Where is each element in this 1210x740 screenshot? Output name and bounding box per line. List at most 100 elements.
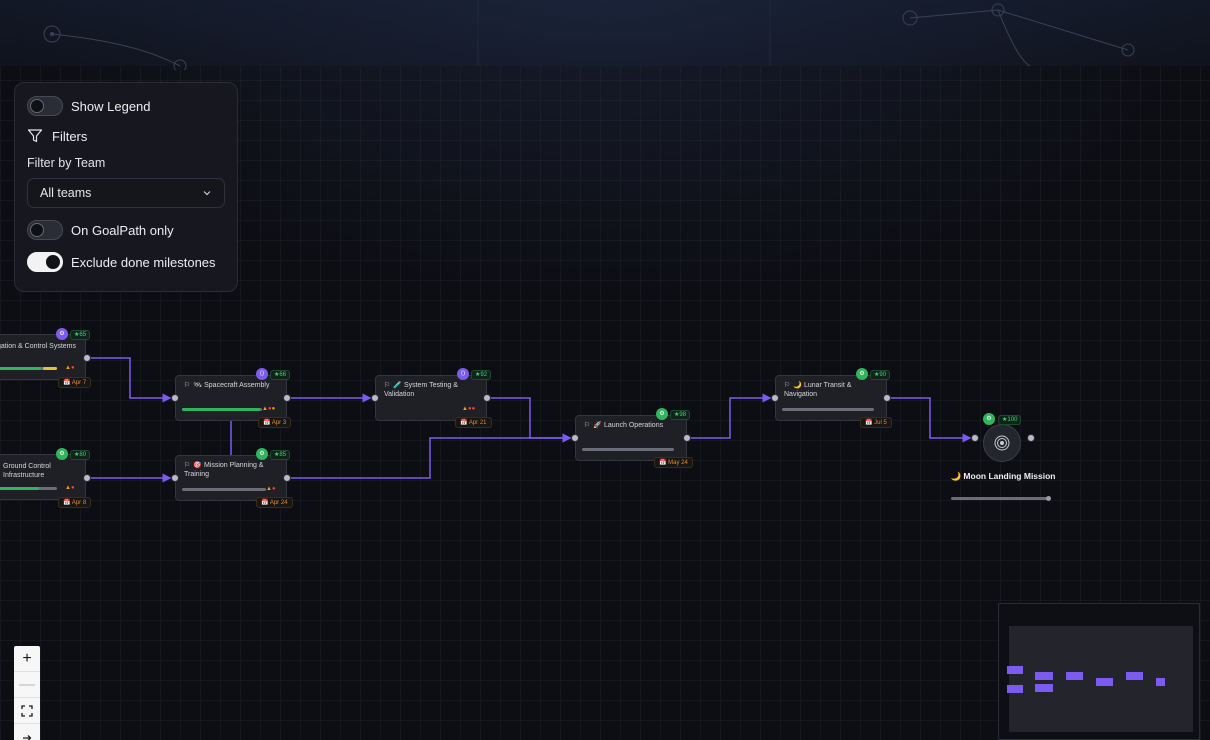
milestone-node-lunar-transit[interactable]: ⚐🌙 Lunar Transit & Navigation [775,375,887,421]
team-badge: ⚙ [56,448,68,460]
milestone-node-spacecraft-assembly[interactable]: ⚐🛰 Spacecraft Assembly ▲●● [175,375,287,421]
lock-icon [23,735,32,740]
goalpath-only-label: On GoalPath only [71,222,174,238]
output-handle[interactable] [283,474,291,482]
progress-bar [182,488,266,491]
minimap-node [1096,678,1113,686]
due-date: 📅 Apr 7 [58,377,92,388]
team-badge: ⚙ [856,368,868,380]
progress-bar [782,408,874,411]
team-badge: ⚙ [256,448,268,460]
flag-icon: ⚐ [184,382,191,389]
milestone-title: Ground Control Infrastructure [3,463,51,479]
toggle-knob [30,99,44,113]
goal-score: ★66 [270,370,291,380]
progress-bar [182,408,262,411]
team-select-value: All teams [40,186,92,200]
toggle-knob [30,223,44,237]
minimap-node [1156,678,1165,686]
team-badge: ⚙ [983,413,995,425]
due-date: 📅 Jul 5 [860,417,892,428]
goal-score: ★65 [70,330,91,340]
input-handle[interactable] [171,394,179,402]
minimap[interactable] [998,603,1200,740]
milestone-node-ground-control[interactable]: Ground Control Infrastructure ▲● [0,454,86,500]
show-legend-label: Show Legend [71,98,151,114]
due-date: 📅 Apr 3 [258,417,292,428]
minimap-node [1035,684,1053,692]
output-handle[interactable] [1027,434,1035,442]
lock-view-button[interactable] [14,724,40,740]
milestone-node-system-testing[interactable]: ⚐🧪 System Testing & Validation ▲●● [375,375,487,421]
input-handle[interactable] [771,394,779,402]
output-handle[interactable] [83,354,91,362]
goalpath-only-row: On GoalPath only [27,219,225,241]
output-handle[interactable] [283,394,291,402]
zoom-controls: + — [14,646,40,740]
progress-bar [0,367,57,370]
goal-progress-end [1046,496,1051,501]
goalpath-only-toggle[interactable] [27,220,63,240]
milestone-title: 🎯 Mission Planning & Training [184,462,264,478]
input-handle[interactable] [571,434,579,442]
milestone-title: Navigation & Control Systems [0,343,76,350]
milestone-title-row: ⚐🚀 Launch Operations [584,421,680,430]
input-handle[interactable] [171,474,179,482]
milestone-node-launch-operations[interactable]: ⚐🚀 Launch Operations [575,415,687,461]
filters-label: Filters [52,128,88,144]
filter-by-team-label: Filter by Team [27,156,106,170]
milestone-node-mission-planning[interactable]: ⚐🎯 Mission Planning & Training ▲● [175,455,287,501]
team-badge: ⚙ [56,328,68,340]
minimap-node [1066,672,1083,680]
input-handle[interactable] [371,394,379,402]
team-badge: ⟨⟩ [457,368,469,380]
goal-score: ★90 [870,370,891,380]
exclude-done-label: Exclude done milestones [71,254,216,270]
milestone-node-navigation-control[interactable]: Navigation & Control Systems ▲● [0,334,86,380]
fit-view-button[interactable] [14,698,40,724]
toggle-knob [46,255,60,269]
filter-panel: Show Legend Filters Filter by Team All t… [14,82,238,292]
zoom-out-button[interactable]: — [14,672,40,698]
team-select[interactable]: All teams [27,178,225,208]
risk-indicators: ▲● [65,485,75,491]
milestone-title: 🌙 Lunar Transit & Navigation [784,382,852,398]
output-handle[interactable] [83,474,91,482]
team-badge: ⚙ [656,408,668,420]
risk-indicators: ▲●● [262,406,276,412]
goal-score: ★80 [70,450,91,460]
minimap-node [1007,685,1023,693]
milestone-title-row: ⚐🧪 System Testing & Validation [384,381,480,399]
milestone-title: 🛰 Spacecraft Assembly [193,382,270,389]
milestone-title-row: ⚐🎯 Mission Planning & Training [184,461,280,479]
output-handle[interactable] [883,394,891,402]
milestone-title-row: ⚐🌙 Lunar Transit & Navigation [784,381,880,399]
constellation-decoration [43,0,1135,70]
goal-score: ★100 [998,415,1022,425]
output-handle[interactable] [483,394,491,402]
due-date: 📅 Apr 8 [58,497,92,508]
filter-icon [27,129,43,143]
filters-header: Filters [27,125,225,147]
output-handle[interactable] [683,434,691,442]
milestone-title-row: ⚐🛰 Spacecraft Assembly [184,381,280,390]
risk-indicators: ▲● [65,365,75,371]
goal-progress-bar [951,497,1047,500]
minimap-node [1126,672,1143,680]
due-date: 📅 May 24 [654,457,693,468]
goal-node-moon-landing[interactable] [983,424,1021,462]
team-badge: ⟨⟩ [256,368,268,380]
flag-icon: ⚐ [784,382,791,389]
risk-indicators: ▲●● [462,406,476,412]
exclude-done-row: Exclude done milestones [27,251,225,273]
input-handle[interactable] [971,434,979,442]
zoom-in-button[interactable]: + [14,646,40,672]
goal-score: ★98 [670,410,691,420]
flag-icon: ⚐ [184,462,191,469]
exclude-done-toggle[interactable] [27,252,63,272]
goal-score: ★92 [471,370,492,380]
show-legend-toggle[interactable] [27,96,63,116]
chevron-down-icon [203,191,211,196]
milestone-title: 🧪 System Testing & Validation [384,382,458,398]
